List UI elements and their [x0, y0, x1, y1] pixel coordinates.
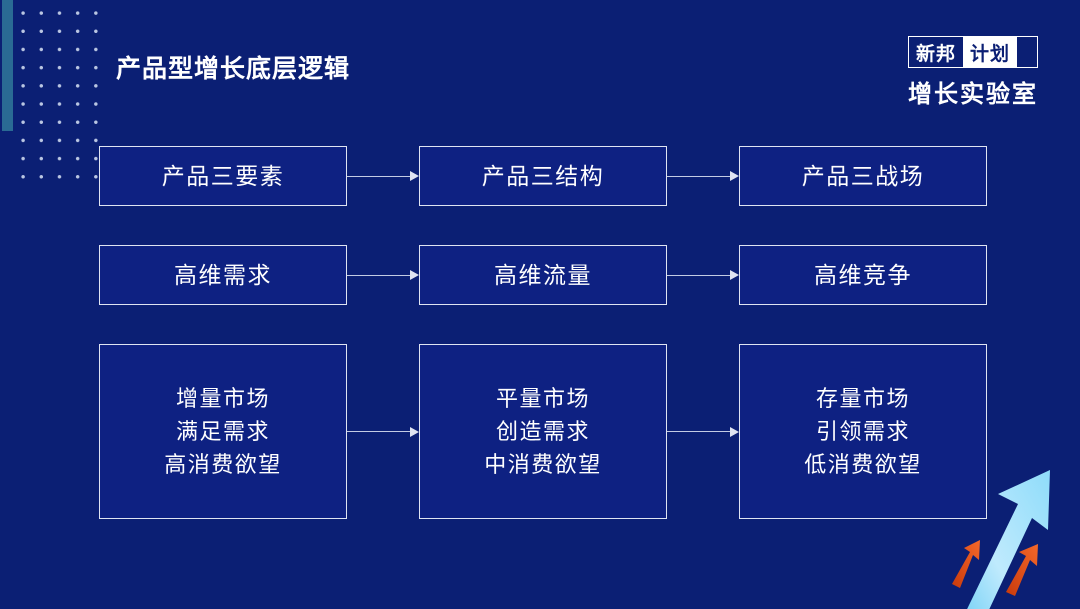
logo-subtitle: 增长实验室 [908, 81, 1038, 108]
flow-arrow-icon [667, 270, 739, 281]
flow-node: 平量市场 创造需求 中消费欲望 [419, 344, 667, 519]
small-arrow-icon [1006, 544, 1038, 596]
flow-node-line: 存量市场 [815, 386, 910, 411]
flow-node-line: 高维需求 [174, 261, 272, 288]
small-arrow-icon [952, 540, 980, 588]
flow-node: 增量市场 满足需求 高消费欲望 [99, 344, 347, 519]
flow-node: 高维流量 [419, 245, 667, 305]
flow-row-1: 产品三要素 产品三结构 产品三战场 [99, 146, 987, 206]
flow-arrow-icon [347, 426, 419, 437]
flow-node-line: 产品三结构 [481, 162, 605, 189]
dot-grid-pattern [11, 0, 104, 192]
flow-arrow-icon [667, 426, 739, 437]
flow-row-2: 高维需求 高维流量 高维竞争 [99, 245, 987, 305]
flow-node-line: 高消费欲望 [164, 452, 282, 477]
flow-node-line: 产品三要素 [161, 162, 285, 189]
flow-arrow-icon [347, 270, 419, 281]
flow-node-line: 增量市场 [175, 386, 270, 411]
flow-arrow-icon [667, 171, 739, 182]
flow-node: 产品三要素 [99, 146, 347, 206]
flow-node: 高维需求 [99, 245, 347, 305]
flow-node-line: 中消费欲望 [484, 452, 602, 477]
flow-node-line: 平量市场 [495, 386, 590, 411]
flow-node-line: 高维竞争 [814, 261, 912, 288]
flow-node: 产品三战场 [739, 146, 987, 206]
flow-node: 高维竞争 [739, 245, 987, 305]
teal-vertical-bar [2, 0, 13, 131]
flow-row-3: 增量市场 满足需求 高消费欲望 平量市场 创造需求 中消费欲望 存量市场 引领需… [99, 344, 987, 519]
flow-node: 存量市场 引领需求 低消费欲望 [739, 344, 987, 519]
flow-node: 产品三结构 [419, 146, 667, 206]
logo-mark-left: 新邦 [909, 37, 964, 67]
logo-mark-right: 计划 [963, 37, 1018, 67]
flow-node-line: 引领需求 [815, 419, 910, 444]
brand-logo: 新邦 计划 增长实验室 [908, 36, 1038, 109]
flow-diagram: 产品三要素 产品三结构 产品三战场 高维需求 高维流量 [99, 146, 987, 519]
page-title: 产品型增长底层逻辑 [116, 55, 351, 83]
flow-node-line: 满足需求 [175, 419, 270, 444]
flow-node-line: 产品三战场 [801, 162, 925, 189]
flow-node-line: 低消费欲望 [804, 452, 922, 477]
flow-arrow-icon [347, 171, 419, 182]
flow-node-line: 创造需求 [495, 419, 590, 444]
flow-node-line: 高维流量 [494, 261, 592, 288]
logo-mark: 新邦 计划 [908, 36, 1038, 68]
